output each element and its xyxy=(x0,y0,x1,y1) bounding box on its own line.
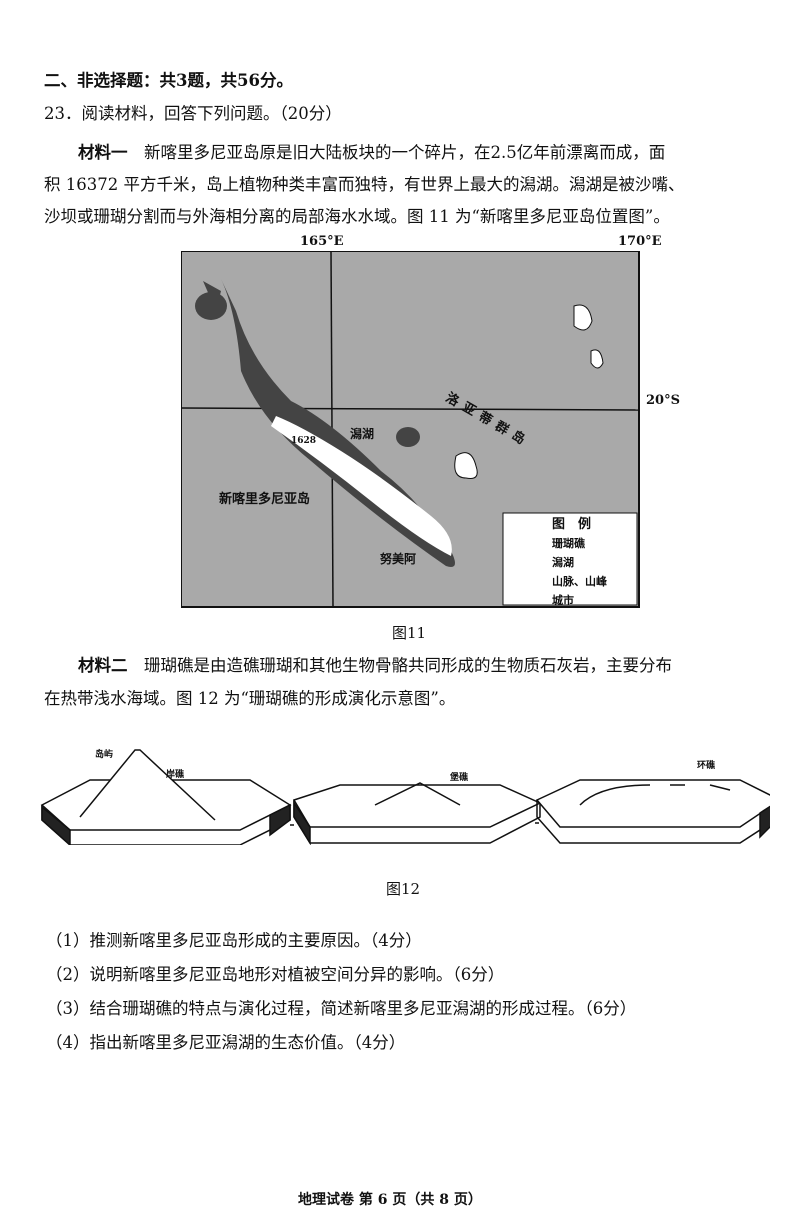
sub-question: （1）推测新喀里多尼亚岛形成的主要原因。（4分） xyxy=(46,931,422,950)
coral-reef-diagram xyxy=(40,749,770,845)
island-label: 新喀里多尼亚岛 xyxy=(219,492,311,507)
question-title: 23．阅读材料，回答下列问题。（20分） xyxy=(44,104,342,123)
longitude-label: 170°E xyxy=(618,234,662,249)
material1-label: 材料一 xyxy=(78,143,128,162)
material1-line: 积 16372 平方千米，岛上植物种类丰富而独特，有世界上最大的潟湖。潟湖是被沙… xyxy=(44,175,685,194)
section-heading: 二、非选择题：共3题，共56分。 xyxy=(44,71,293,90)
material1-line: 新喀里多尼亚岛原是旧大陆板块的一个碎片，在2.5亿年前漂离而成，面 xyxy=(144,143,666,162)
material2-line: 在热带浅水海域。图 12 为“珊瑚礁的形成演化示意图”。 xyxy=(44,689,456,708)
material2-line: 珊瑚礁是由造礁珊瑚和其他生物骨骼共同形成的生物质石灰岩，主要分布 xyxy=(144,656,672,675)
sub-question: （2）说明新喀里多尼亚岛地形对植被空间分异的影响。（6分） xyxy=(46,965,505,984)
figure-caption: 图12 xyxy=(386,880,421,898)
page-footer: 地理试卷 第 6 页（共 8 页） xyxy=(298,1192,482,1208)
longitude-label: 165°E xyxy=(300,234,344,249)
lagoon-label: 潟湖 xyxy=(350,427,375,441)
lagoon-shape xyxy=(396,427,420,447)
figure-caption: 图11 xyxy=(392,624,427,642)
city-label: 努美阿 xyxy=(380,552,417,566)
latitude-label: 20°S xyxy=(646,393,680,408)
material2-label: 材料二 xyxy=(78,656,128,675)
sub-question: （3）结合珊瑚礁的特点与演化过程，简述新喀里多尼亚潟湖的形成过程。（6分） xyxy=(46,999,637,1018)
island-label: 岛屿 xyxy=(95,750,114,760)
fringing-reef-label: 岸礁 xyxy=(166,770,185,780)
material1-line: 沙坝或珊瑚分割而与外海相分离的局部海水水域。图 11 为“新喀里多尼亚岛位置图”… xyxy=(44,207,670,226)
map-legend: 图 例 珊瑚礁 潟湖 山脉、山峰 城市 xyxy=(552,517,607,607)
location-map xyxy=(181,251,640,608)
peak-label: 1628 xyxy=(291,436,317,446)
atoll-label: 环礁 xyxy=(697,761,716,771)
sub-question: （4）指出新喀里多尼亚潟湖的生态价值。（4分） xyxy=(46,1033,406,1052)
barrier-reef-label: 堡礁 xyxy=(450,773,469,783)
